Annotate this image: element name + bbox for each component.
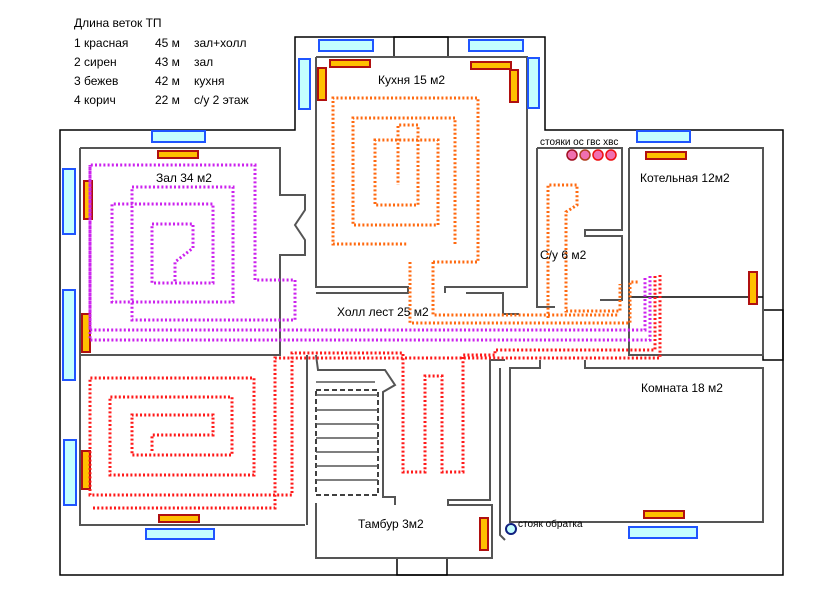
risers-group [505, 149, 617, 535]
riser-hot-water-icon [592, 149, 604, 161]
radiator [643, 510, 685, 519]
inner-walls [79, 56, 764, 559]
risers-label: стояки ос гвс хвс [540, 137, 618, 148]
legend-row-length: 45 м [155, 36, 180, 50]
radiator [470, 61, 512, 70]
loop-red-return [92, 275, 662, 510]
legend-title: Длина веток ТП [74, 16, 162, 30]
radiator [645, 151, 687, 160]
entrance-door [396, 557, 448, 576]
heating-loops [88, 96, 662, 510]
window [151, 130, 206, 143]
legend: Длина веток ТП 1 красная 45 м зал+холл 2… [74, 16, 249, 107]
room-label-boiler: Котельная 12м2 [640, 171, 730, 185]
window [62, 168, 76, 235]
legend-row-zone: зал+холл [194, 36, 246, 50]
side-door [762, 309, 784, 361]
radiator [509, 69, 519, 103]
riser-heating-icon [566, 149, 578, 161]
room-label-vestibule: Тамбур 3м2 [358, 517, 424, 531]
room-label-room: Комната 18 м2 [641, 381, 723, 395]
legend-row-num: 2 сирен [74, 55, 117, 69]
staircase [315, 381, 379, 496]
legend-row-num: 3 бежев [74, 74, 118, 88]
return-riser-label: стояк обратка [518, 518, 583, 530]
loop-beige [331, 96, 638, 325]
room-labels: Кухня 15 м2 Зал 34 м2 Котельная 12м2 С/у… [156, 73, 730, 531]
window [63, 439, 77, 506]
loop-lilac-return [88, 165, 652, 342]
window [468, 39, 524, 52]
window [636, 130, 691, 143]
window [318, 39, 374, 52]
loop-red [88, 276, 657, 497]
legend-row-length: 42 м [155, 74, 180, 88]
legend-row-num: 4 корич [74, 93, 116, 107]
window [298, 58, 311, 110]
radiator [329, 59, 371, 68]
radiator [157, 150, 199, 159]
legend-row-zone: зал [194, 55, 213, 69]
room-label-lobby: Холл лест 25 м2 [337, 305, 429, 319]
room-label-bathroom: С/у 6 м2 [540, 248, 587, 262]
kitchen-door [393, 36, 449, 58]
room-label-hall: Зал 34 м2 [156, 171, 212, 185]
riser-heating-icon [579, 149, 591, 161]
window [527, 57, 540, 109]
radiator [317, 67, 327, 101]
legend-row-zone: кухня [194, 74, 225, 88]
radiator [158, 514, 200, 523]
radiator [83, 180, 93, 220]
radiator [748, 271, 758, 305]
return-riser-icon [505, 523, 517, 535]
window [145, 528, 215, 540]
windows [62, 39, 698, 540]
legend-row-length: 43 м [155, 55, 180, 69]
legend-row-zone: с/у 2 этаж [194, 93, 249, 107]
radiators [81, 59, 758, 551]
room-label-kitchen: Кухня 15 м2 [378, 73, 445, 87]
window [628, 526, 698, 539]
legend-row-num: 1 красная [74, 36, 128, 50]
loop-lilac [88, 163, 647, 332]
riser-cold-water-icon [605, 149, 617, 161]
legend-row-length: 22 м [155, 93, 180, 107]
window [62, 289, 76, 381]
radiator [479, 517, 489, 551]
